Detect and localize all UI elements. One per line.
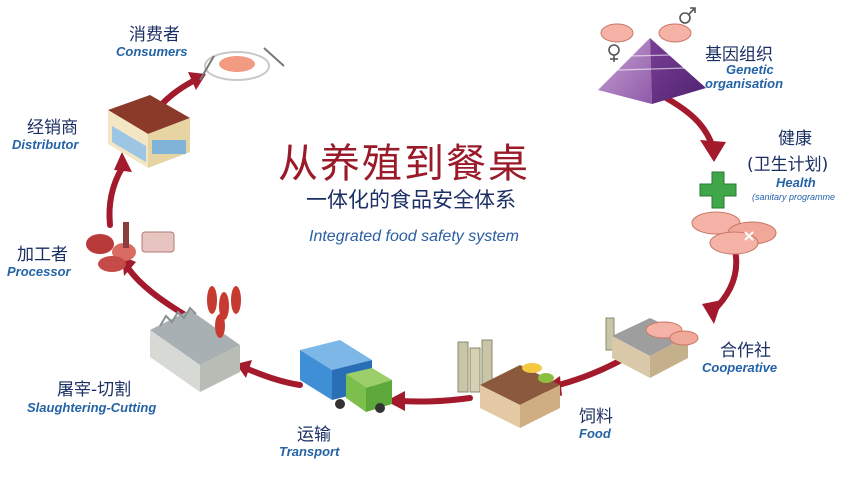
diagram-subtitle-english: Integrated food safety system [309, 228, 519, 245]
health-cross-icon [699, 171, 737, 209]
arrowhead-cooperative [702, 300, 722, 324]
cooperative-label-en: Cooperative [702, 360, 778, 375]
consumers-label-en: Consumers [116, 44, 188, 59]
gender-symbols-icon [608, 7, 696, 62]
transport-label-zh: 运输 [297, 425, 331, 445]
processor-label-zh: 加工者 [17, 245, 68, 265]
processor-label-en: Processor [7, 264, 71, 279]
arrow-food-to-transport [397, 395, 473, 405]
meat-products-icon [86, 222, 175, 272]
health-label-zh: 健康 [778, 129, 812, 149]
arrow-processor-to-distributor [106, 165, 125, 228]
slaughter-label-en: Slaughtering-Cutting [27, 400, 157, 415]
meat-carcass-icon [207, 286, 241, 338]
arrowhead-processor [122, 256, 136, 276]
plate-icon [199, 47, 285, 81]
slaughter-label-zh: 屠宰-切割 [57, 380, 132, 400]
food-label-zh: 饲料 [579, 407, 613, 427]
health-label-en-sub: (sanitary programme [752, 192, 836, 202]
genetic-label-en-2: organisation [705, 76, 784, 91]
diagram-subtitle: 一体化的食品安全体系 [306, 188, 516, 212]
arrow-transport-to-slaughter [242, 365, 303, 388]
pig-icon [600, 23, 692, 43]
truck-icon [300, 340, 392, 413]
distributor-label-en: Distributor [12, 137, 79, 152]
slaughterhouse-icon [150, 286, 241, 392]
feed-mill-icon [457, 339, 560, 428]
consumers-label-zh: 消费者 [129, 25, 180, 45]
genetic-label-en-1: Genetic [726, 62, 774, 77]
arrow-cooperative-to-food [552, 355, 628, 389]
store-icon [108, 95, 190, 168]
diagram-title: 从养殖到餐桌 [278, 141, 530, 187]
health-label-en: Health [776, 175, 816, 190]
health-label-zh-2: (卫生计划) [747, 155, 829, 175]
arrowhead-transport [386, 391, 405, 411]
farm-barn-icon [605, 317, 699, 378]
arrowhead-health [700, 140, 726, 162]
food-label-en: Food [579, 426, 611, 441]
cooperative-label-zh: 合作社 [720, 341, 771, 361]
distributor-label-zh: 经销商 [27, 118, 78, 138]
pyramid-icon [598, 38, 706, 104]
transport-label-en: Transport [279, 444, 340, 459]
genetic-label-zh: 基因组织 [705, 45, 773, 65]
pig-group-icon [691, 211, 777, 255]
arrow-slaughter-to-processor [125, 265, 193, 321]
cycle-arrows [106, 77, 740, 405]
arrowhead-distributor [114, 152, 132, 172]
